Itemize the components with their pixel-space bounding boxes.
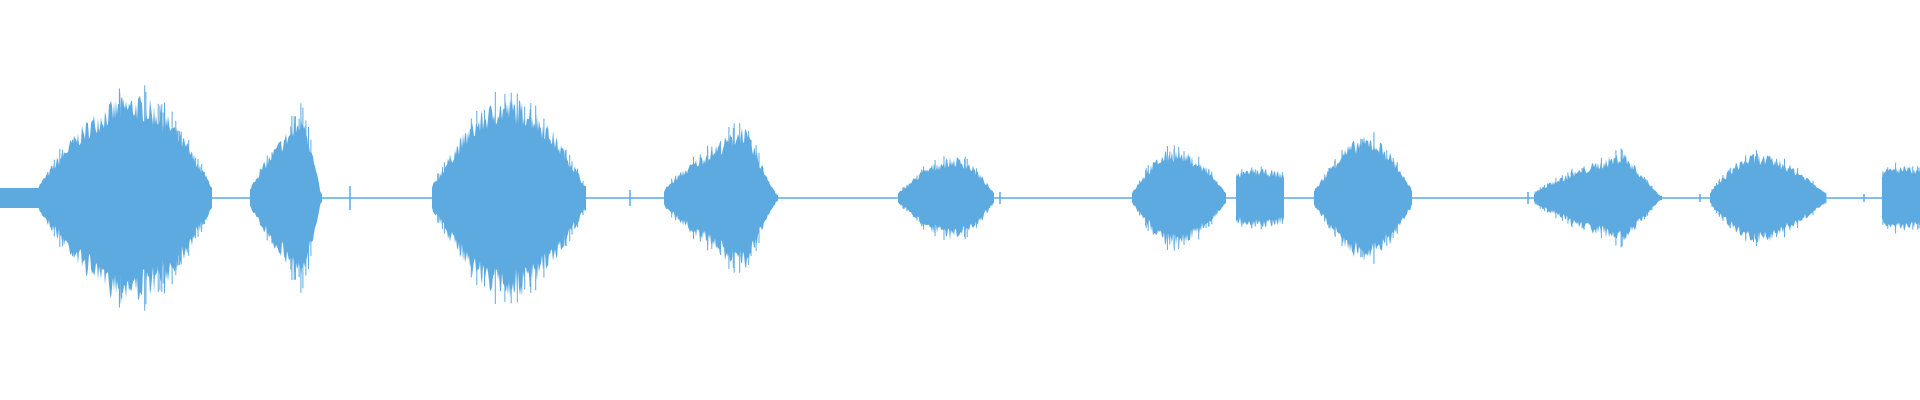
waveform-burst: [898, 156, 994, 241]
waveform-burst: [250, 115, 322, 281]
waveform-burst: [38, 96, 212, 304]
waveform-burst: [432, 99, 586, 298]
waveform-segment-5: [898, 156, 994, 241]
waveform-segment-4: [664, 123, 778, 273]
waveform-segment-3: [432, 92, 586, 304]
waveform-burst: [1236, 168, 1284, 228]
waveform-segment-6: [1132, 145, 1226, 251]
waveform-lead-noise: [0, 188, 40, 208]
waveform-burst: [1882, 166, 1920, 231]
waveform-segment-10: [1710, 150, 1827, 246]
waveform-segment-7: [1236, 166, 1284, 230]
waveform-burst: [1534, 153, 1662, 241]
waveform-segment-8: [1314, 132, 1412, 264]
waveform-segment-9: [1534, 148, 1662, 248]
waveform-burst: [1314, 136, 1412, 262]
waveform-burst: [1710, 153, 1826, 243]
waveform-segment-1: [38, 85, 212, 311]
waveform-segment-11: [1882, 162, 1920, 234]
waveform-segment-2: [250, 103, 322, 293]
